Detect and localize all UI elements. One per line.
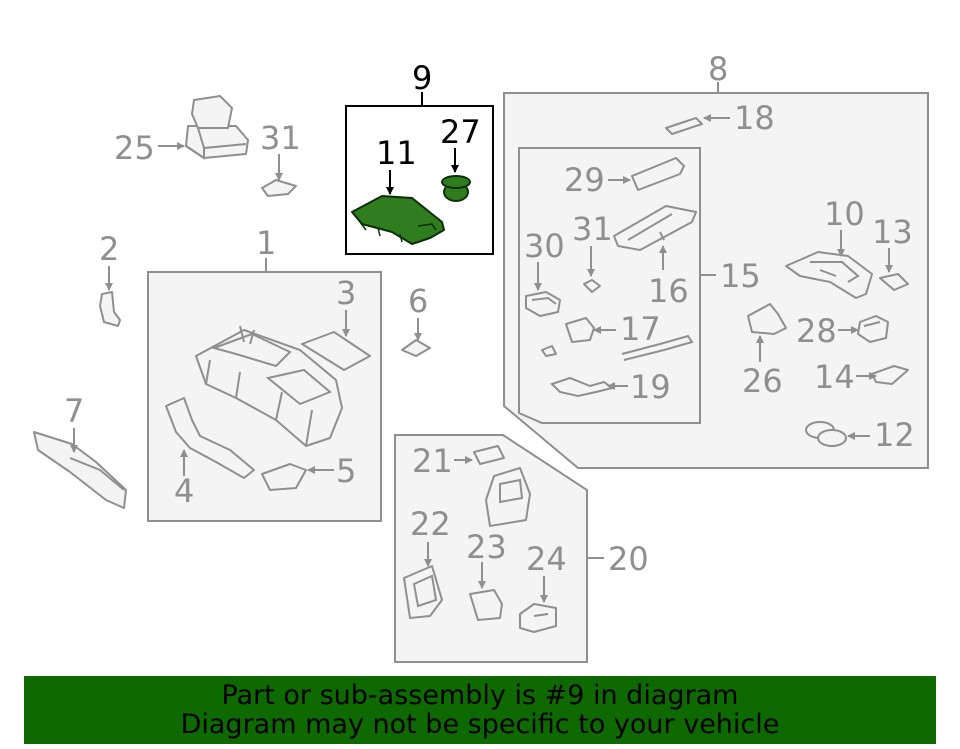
callout-28: 28 [796, 312, 837, 350]
callout-22: 22 [410, 505, 451, 543]
part-27-cap-highlighted [441, 175, 471, 202]
callout-12: 12 [874, 416, 915, 454]
part-7-side-panel [33, 431, 127, 509]
part-31-clip-right [583, 279, 601, 293]
callout-23: 23 [466, 528, 507, 566]
banner-line-1: Part or sub-assembly is #9 in diagram [221, 680, 739, 711]
callout-24: 24 [526, 540, 567, 578]
part-24-box [519, 603, 557, 633]
part-21-switch [473, 445, 505, 465]
part-28-switch [857, 315, 889, 343]
part-31-clip [261, 179, 297, 197]
callout-31-left: 31 [260, 119, 301, 157]
part-6-pad [401, 339, 431, 357]
callout-25: 25 [114, 129, 155, 167]
part-14-bracket [871, 365, 909, 385]
callout-31-right: 31 [572, 210, 613, 248]
callout-7: 7 [64, 392, 84, 430]
part-1-console-body [195, 325, 343, 447]
callout-6: 6 [408, 282, 428, 320]
callout-8: 8 [708, 50, 728, 88]
part-3-lid [301, 331, 371, 371]
callout-5: 5 [336, 452, 356, 490]
callout-26: 26 [742, 362, 783, 400]
callout-13: 13 [872, 213, 913, 251]
part-13-insert [879, 273, 909, 291]
part-5-trim-end [261, 463, 307, 491]
callout-29: 29 [564, 161, 605, 199]
part-4-trim-rail [165, 397, 255, 479]
callout-19: 19 [630, 368, 671, 406]
part-17-module [565, 317, 595, 343]
callout-14: 14 [814, 358, 855, 396]
banner-line-2: Diagram may not be specific to your vehi… [180, 709, 780, 740]
callout-11: 11 [376, 134, 417, 172]
part-16-panel [613, 205, 697, 251]
callout-20: 20 [608, 540, 649, 578]
callout-15: 15 [720, 257, 761, 295]
part-12-cupholder [805, 421, 847, 447]
callout-17: 17 [620, 310, 661, 348]
callout-30: 30 [524, 227, 565, 265]
callout-21: 21 [412, 442, 453, 480]
part-20-bezel [485, 467, 531, 527]
part-11-cover-highlighted [351, 195, 445, 245]
callout-3: 3 [336, 274, 356, 312]
callout-10: 10 [824, 195, 865, 233]
part-30-usb [525, 291, 561, 317]
callout-4: 4 [174, 472, 194, 510]
part-29-lid [631, 157, 685, 191]
info-banner: Part or sub-assembly is #9 in diagram Di… [24, 676, 936, 744]
part-18-strip [665, 117, 703, 135]
part-2-bracket [99, 291, 121, 327]
callout-16: 16 [648, 272, 689, 310]
part-25-shifter [185, 95, 249, 160]
part-23-block [469, 589, 503, 621]
callout-1: 1 [256, 224, 276, 262]
callout-18: 18 [734, 99, 775, 137]
part-10-trim-plate [785, 251, 873, 299]
callout-9: 9 [412, 59, 432, 97]
callout-27: 27 [440, 113, 481, 151]
callout-2: 2 [99, 230, 119, 268]
part-26-bracket [747, 303, 787, 335]
